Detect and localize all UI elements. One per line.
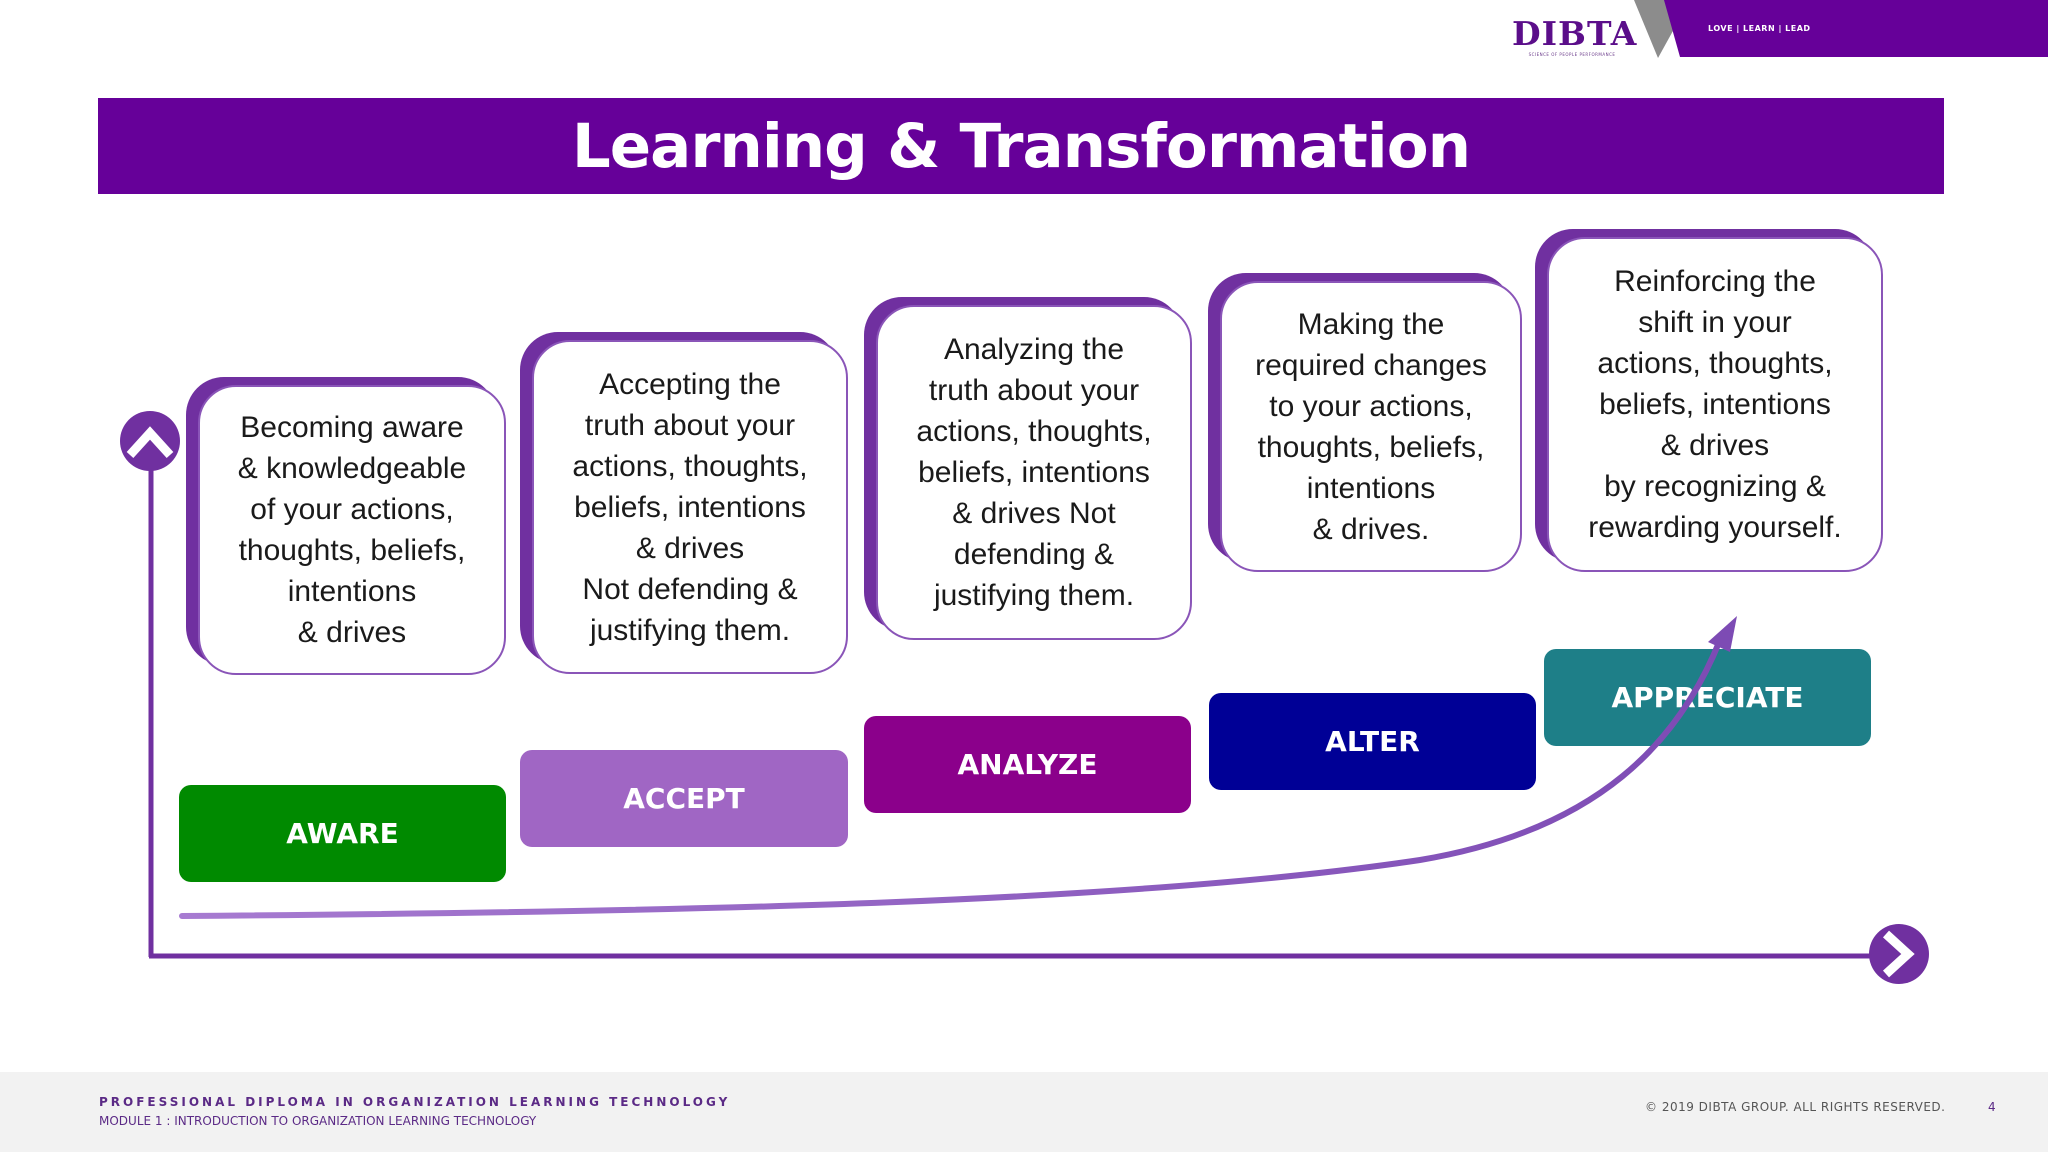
stage-appreciate: APPRECIATE <box>1544 649 1871 746</box>
stage-label: ANALYZE <box>957 748 1098 781</box>
logo-subtitle: SCIENCE OF PEOPLE PERFORMANCE <box>1528 52 1616 57</box>
description-card-accept: Accepting the truth about your actions, … <box>520 332 848 674</box>
page-number: 4 <box>1988 1100 1996 1114</box>
stage-label: APPRECIATE <box>1611 681 1804 714</box>
brand-tagline: LOVE | LEARN | LEAD <box>1708 24 1811 33</box>
logo-text: DIBTA <box>1512 14 1638 53</box>
description-card-appreciate: Reinforcing the shift in your actions, t… <box>1535 229 1883 572</box>
footer-module: MODULE 1 : INTRODUCTION TO ORGANIZATION … <box>99 1114 537 1128</box>
title-bar: Learning & Transformation <box>98 98 1944 194</box>
description-text: Accepting the truth about your actions, … <box>572 367 808 647</box>
stage-label: ALTER <box>1325 725 1420 758</box>
stage-aware: AWARE <box>179 785 506 882</box>
stage-alter: ALTER <box>1209 693 1536 790</box>
chevron-up-circle-icon <box>120 411 180 471</box>
footer-copyright: © 2019 DIBTA GROUP. ALL RIGHTS RESERVED. <box>1645 1100 1946 1114</box>
stage-accept: ACCEPT <box>520 750 848 847</box>
footer-program: PROFESSIONAL DIPLOMA IN ORGANIZATION LEA… <box>99 1095 731 1109</box>
dibta-logo: DIBTA SCIENCE OF PEOPLE PERFORMANCE <box>1512 14 1638 60</box>
description-text: Reinforcing the shift in your actions, t… <box>1588 265 1842 544</box>
description-card-alter: Making the required changes to your acti… <box>1208 273 1522 572</box>
stage-analyze: ANALYZE <box>864 716 1191 813</box>
footer: PROFESSIONAL DIPLOMA IN ORGANIZATION LEA… <box>0 1072 2048 1152</box>
brand-purple-band <box>1664 0 2048 57</box>
chevron-right-circle-icon <box>1869 924 1929 984</box>
brand-band <box>1634 0 2048 58</box>
description-text: Analyzing the truth about your actions, … <box>916 333 1152 612</box>
description-text: Becoming aware & knowledgeable of your a… <box>237 411 467 649</box>
description-card-aware: Becoming aware & knowledgeable of your a… <box>186 377 506 675</box>
stage-label: ACCEPT <box>623 782 745 815</box>
description-card-analyze: Analyzing the truth about your actions, … <box>864 297 1192 640</box>
page-title: Learning & Transformation <box>571 110 1471 182</box>
description-text: Making the required changes to your acti… <box>1255 307 1487 546</box>
stage-label: AWARE <box>286 817 399 850</box>
